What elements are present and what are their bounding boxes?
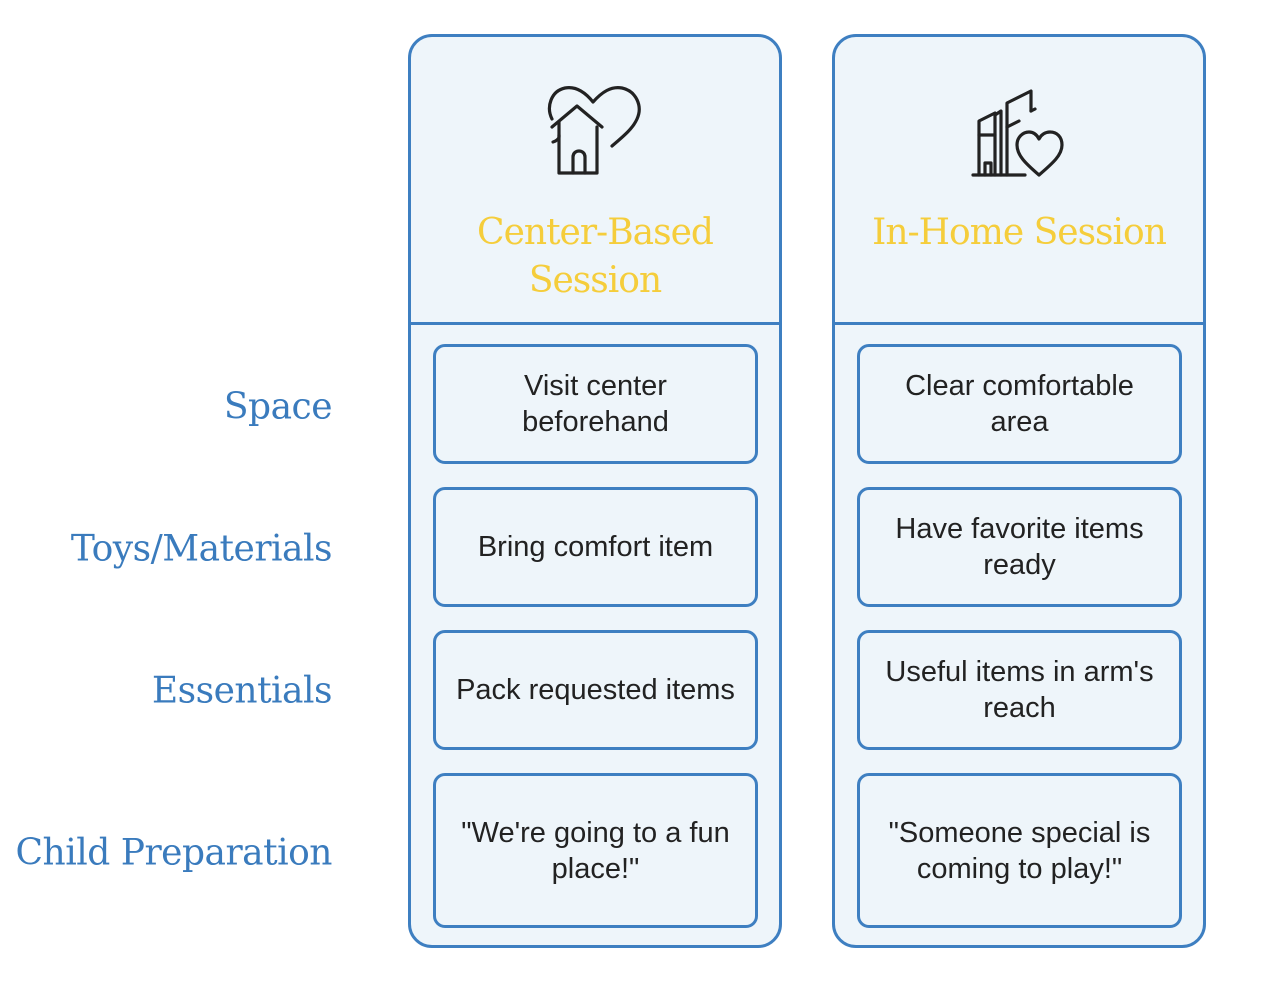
cell-center-essentials: Pack requested items bbox=[433, 630, 758, 750]
cell-center-toys: Bring comfort item bbox=[433, 487, 758, 607]
column-title-center-based: Center-Based Session bbox=[477, 212, 714, 301]
cell-home-child-prep: "Someone special is coming to play!" bbox=[857, 773, 1182, 928]
column-header-in-home: In-Home Session bbox=[835, 37, 1203, 325]
buildings-heart-icon bbox=[969, 81, 1069, 186]
cell-center-child-prep: "We're going to a fun place!" bbox=[433, 773, 758, 928]
column-header-center-based: Center-Based Session bbox=[411, 37, 779, 325]
cell-home-toys: Have favorite items ready bbox=[857, 487, 1182, 607]
row-label-toys-materials: Toys/Materials bbox=[70, 528, 333, 570]
row-label-space: Space bbox=[223, 386, 333, 428]
column-center-based: Center-Based Session Visit center before… bbox=[408, 34, 782, 948]
row-label-essentials: Essentials bbox=[151, 670, 333, 712]
cell-home-essentials: Useful items in arm's reach bbox=[857, 630, 1182, 750]
cell-home-space: Clear comfortable area bbox=[857, 344, 1182, 464]
column-title-in-home: In-Home Session bbox=[872, 212, 1167, 253]
cell-center-space: Visit center beforehand bbox=[433, 344, 758, 464]
house-heart-icon bbox=[545, 81, 645, 186]
column-in-home: In-Home Session Clear comfortable area H… bbox=[832, 34, 1206, 948]
row-label-child-preparation: Child Preparation bbox=[15, 832, 332, 874]
